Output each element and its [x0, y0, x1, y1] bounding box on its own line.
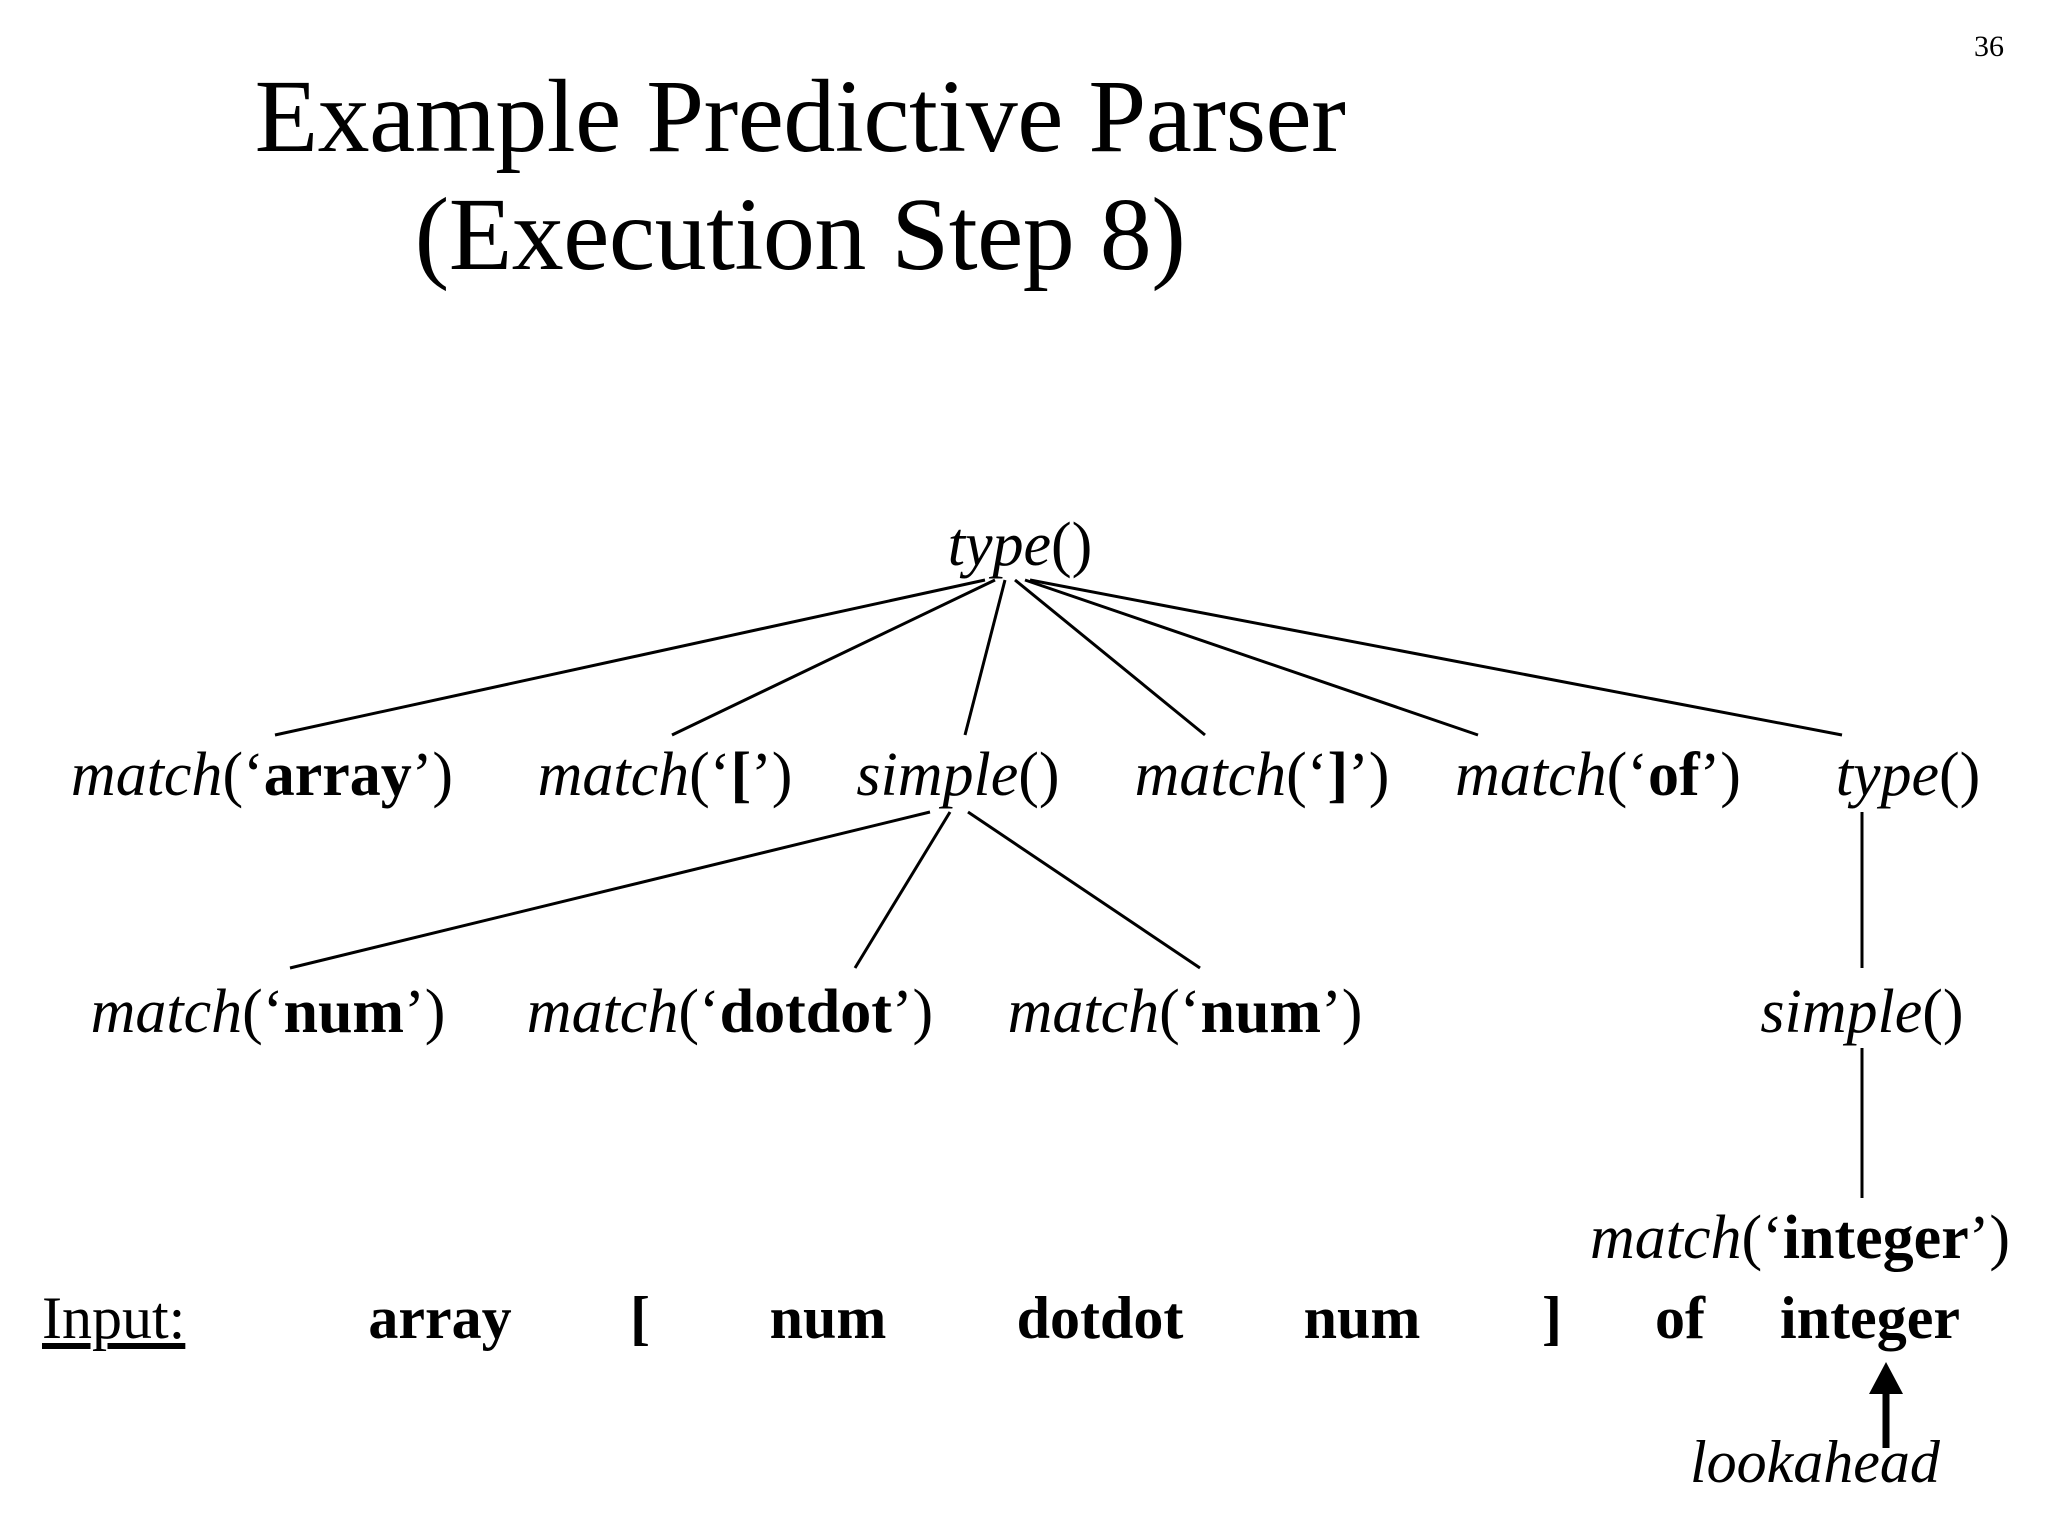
node-terminal-token: num [1200, 978, 1322, 1046]
node-close-quote: ’) [1321, 978, 1363, 1046]
node-function-name: match [1134, 741, 1287, 809]
title-line-1: Example Predictive Parser [254, 59, 1346, 174]
tree-edge-type-root-to-match-lbracket [671, 578, 996, 737]
node-function-name: match [70, 741, 223, 809]
node-open-quote: (‘ [1741, 1204, 1783, 1272]
node-function-name: type [947, 511, 1051, 579]
node-function-name: match [1589, 1204, 1742, 1272]
tree-node-simple-1: simple() [856, 744, 1059, 806]
tree-edge-type-root-to-match-array [274, 578, 986, 737]
tree-node-match-lbracket: match(‘[’) [538, 744, 793, 806]
node-terminal-token: ] [1327, 741, 1349, 809]
input-row: Input: array [ num dotdot num] of integer [0, 1286, 2048, 1356]
node-open-quote: (‘ [1159, 978, 1201, 1046]
node-open-quote: (‘ [689, 741, 731, 809]
node-terminal-token: integer [1782, 1204, 1969, 1272]
node-function-name: match [526, 978, 679, 1046]
input-token: ] [1542, 1285, 1562, 1351]
node-close-quote: ’) [1699, 741, 1741, 809]
node-function-name: match [537, 741, 690, 809]
node-terminal-token: of [1647, 741, 1700, 809]
node-function-name: match [1007, 978, 1160, 1046]
node-parens: () [1922, 978, 1964, 1046]
tree-edge-type-root-to-simple-1 [963, 579, 1007, 736]
node-open-quote: (‘ [1606, 741, 1648, 809]
node-close-quote: ’) [891, 978, 934, 1046]
node-terminal-token: dotdot [719, 978, 892, 1046]
tree-node-match-num-2: match(‘num’) [1008, 981, 1363, 1043]
input-token: array [368, 1285, 512, 1351]
tree-node-match-num-1: match(‘num’) [91, 981, 446, 1043]
node-function-name: match [1455, 741, 1607, 809]
node-close-quote: ’) [411, 741, 454, 809]
input-label: Input: [42, 1285, 186, 1351]
node-function-name: simple [856, 741, 1019, 809]
tree-node-simple-2: simple() [1760, 981, 1963, 1043]
node-function-name: simple [1760, 978, 1923, 1046]
tree-edge-type-root-to-type-right [1029, 578, 1843, 737]
node-terminal-token: num [283, 978, 405, 1046]
node-function-name: type [1835, 741, 1939, 809]
node-parens: () [1050, 511, 1093, 579]
input-token: [ [630, 1285, 650, 1351]
tree-edge-simple-1-to-match-num-1 [289, 810, 931, 970]
tree-node-type-right: type() [1836, 744, 1981, 806]
node-parens: () [1018, 741, 1060, 809]
tree-node-type-root: type() [948, 514, 1093, 576]
title-line-2: (Execution Step 8) [414, 177, 1186, 292]
node-open-quote: (‘ [1286, 741, 1328, 809]
tree-edge-type-root-to-match-rbracket [1014, 578, 1206, 737]
tree-edge-type-root-to-match-of [1024, 578, 1479, 737]
tree-node-match-integer: match(‘integer’) [1590, 1207, 2010, 1269]
input-token: of [1655, 1285, 1705, 1351]
tree-edge-simple-1-to-match-num-2 [967, 810, 1201, 970]
node-open-quote: (‘ [242, 978, 284, 1046]
tree-node-match-of: match(‘of’) [1455, 744, 1741, 806]
input-token: dotdot [1016, 1285, 1184, 1351]
node-parens: () [1938, 741, 1981, 809]
tree-edge-simple-1-to-match-dotdot [853, 811, 952, 969]
node-close-quote: ’) [1348, 741, 1390, 809]
lookahead-label: lookahead [1690, 1429, 1940, 1495]
input-token: num [769, 1285, 887, 1351]
page-number: 36 [1974, 30, 2004, 63]
node-close-quote: ’) [1968, 1204, 2011, 1272]
node-terminal-token: [ [730, 741, 752, 809]
page-title: Example Predictive Parser (Execution Ste… [0, 58, 1600, 294]
node-close-quote: ’) [404, 978, 446, 1046]
node-function-name: match [90, 978, 243, 1046]
input-token: integer [1780, 1285, 1960, 1351]
tree-node-match-array: match(‘array’) [71, 744, 453, 806]
input-token: num [1303, 1285, 1421, 1351]
tree-node-match-dotdot: match(‘dotdot’) [527, 981, 933, 1043]
tree-node-match-rbracket: match(‘]’) [1135, 744, 1390, 806]
node-terminal-token: array [263, 741, 412, 809]
node-open-quote: (‘ [222, 741, 264, 809]
node-close-quote: ’) [751, 741, 793, 809]
node-open-quote: (‘ [678, 978, 720, 1046]
